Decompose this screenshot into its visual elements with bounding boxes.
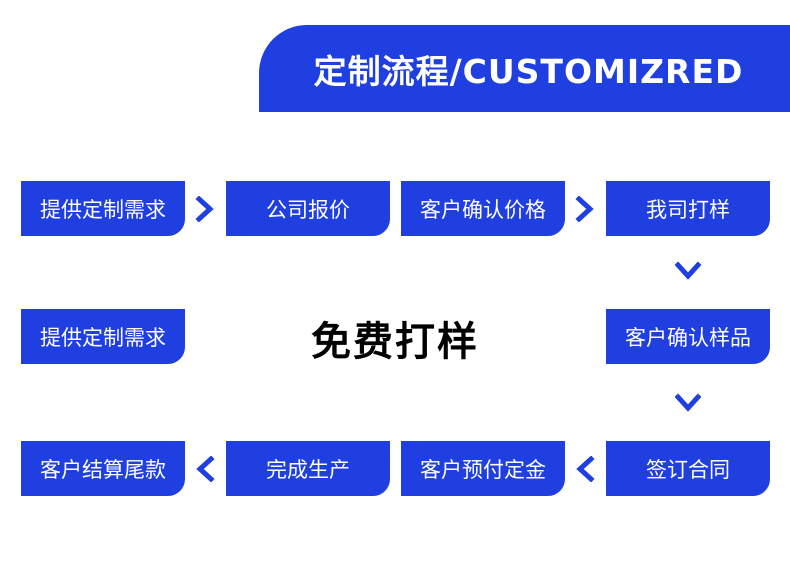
free-sample-label: 免费打样 bbox=[311, 319, 479, 365]
page-title: 定制流程/CUSTOMIZRED bbox=[313, 51, 744, 91]
step-deposit-payment: 客户预付定金 bbox=[401, 441, 565, 496]
chevron-left-icon bbox=[367, 456, 393, 482]
chevron-right-icon bbox=[192, 196, 218, 222]
title-banner: 定制流程/CUSTOMIZRED bbox=[259, 25, 790, 112]
step-confirm-price: 客户确认价格 bbox=[401, 181, 565, 236]
step-confirm-sample: 客户确认样品 bbox=[606, 309, 770, 364]
chevron-left-icon bbox=[192, 456, 218, 482]
chevron-down-icon bbox=[675, 390, 701, 416]
step-submit-requirements: 提供定制需求 bbox=[21, 181, 185, 236]
step-company-quote: 公司报价 bbox=[226, 181, 390, 236]
chevron-left-icon bbox=[572, 456, 598, 482]
step-sign-contract: 签订合同 bbox=[606, 441, 770, 496]
chevron-down-icon bbox=[675, 258, 701, 284]
step-submit-requirements-2: 提供定制需求 bbox=[21, 309, 185, 364]
step-production-complete: 完成生产 bbox=[226, 441, 390, 496]
chevron-right-icon bbox=[367, 196, 393, 222]
step-final-payment: 客户结算尾款 bbox=[21, 441, 185, 496]
chevron-right-icon bbox=[572, 196, 598, 222]
step-sample-making: 我司打样 bbox=[606, 181, 770, 236]
